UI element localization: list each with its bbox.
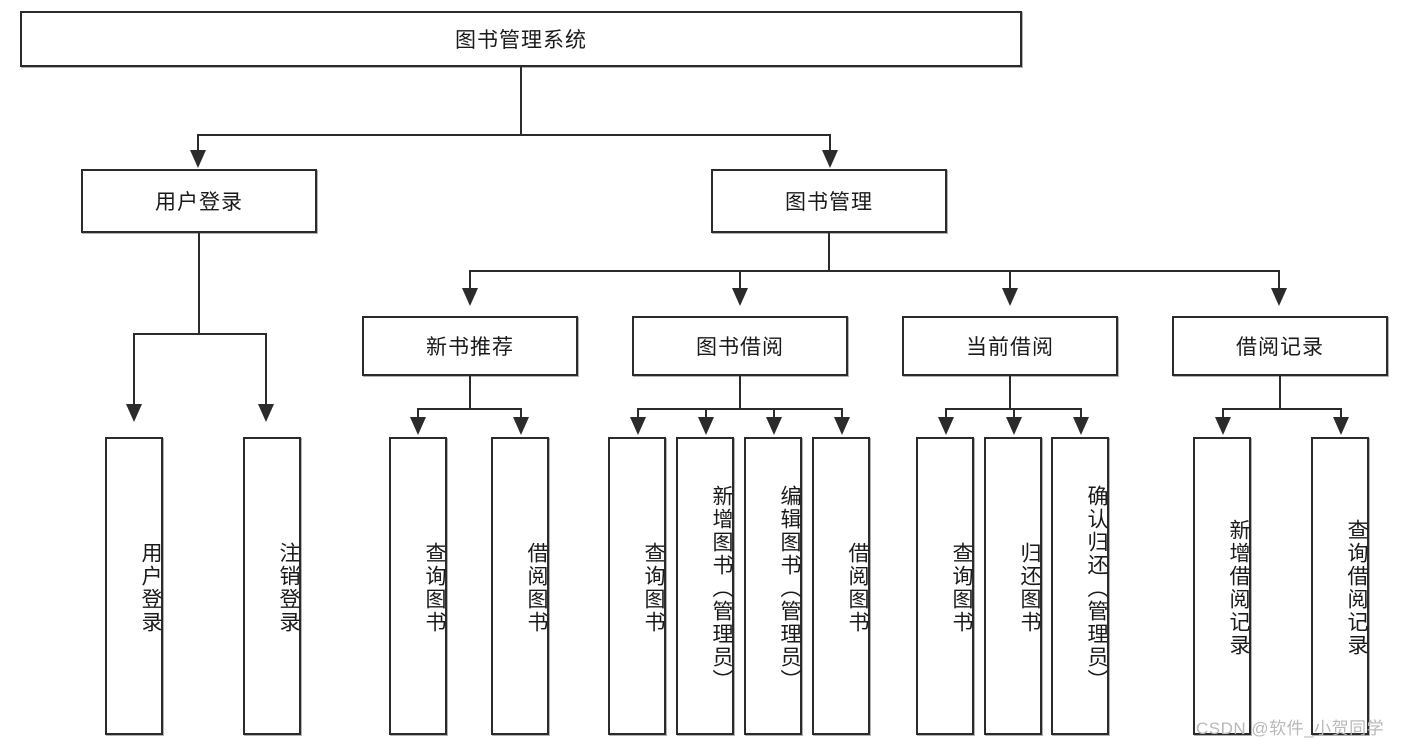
arrow-to-borrow-record <box>1271 288 1287 306</box>
connector-new-book-drop-2 <box>520 408 522 420</box>
connector-book-borrow-drop-4 <box>841 408 843 420</box>
connector-book-mgmt-bar <box>469 270 1280 272</box>
arrow-root-to-user-login <box>190 150 206 168</box>
connector-current-borrow-drop-1 <box>945 408 947 420</box>
connector-book-borrow-drop-1 <box>637 408 639 420</box>
leaf-query-book-current[interactable]: 查询图书 <box>916 437 974 735</box>
connector-new-book-bar <box>417 408 522 410</box>
node-user-login[interactable]: 用户登录 <box>81 169 317 233</box>
node-label: 图书管理 <box>785 191 873 214</box>
connector-root-bar <box>197 134 831 136</box>
connector-root-to-user-login <box>197 134 199 152</box>
arrow-to-leaf-add-record <box>1215 417 1231 435</box>
connector-book-borrow-drop-2 <box>705 408 707 420</box>
arrow-to-leaf-borrow-book-2 <box>834 417 850 435</box>
connector-new-book-drop-1 <box>417 408 419 420</box>
node-label: 用户登录 <box>139 542 162 634</box>
leaf-add-borrow-record[interactable]: 新增借阅记录 <box>1193 437 1251 735</box>
arrow-to-leaf-edit-book <box>766 417 782 435</box>
node-label: 用户登录 <box>155 191 243 214</box>
leaf-confirm-return-admin[interactable]: 确认归还（管理员） <box>1051 437 1109 735</box>
arrow-to-leaf-return-book <box>1006 417 1022 435</box>
connector-current-borrow-drop-2 <box>1013 408 1015 420</box>
arrow-to-leaf-add-book <box>698 417 714 435</box>
connector-book-borrow-bar <box>637 408 842 410</box>
connector-to-current-borrow <box>1009 270 1011 290</box>
connector-user-login-right-drop <box>265 333 267 406</box>
connector-borrow-record-drop-2 <box>1340 408 1342 420</box>
node-label: 新书推荐 <box>426 336 514 359</box>
arrow-to-leaf-query-book-1 <box>410 417 426 435</box>
arrow-to-book-borrow <box>732 288 748 306</box>
leaf-user-login[interactable]: 用户登录 <box>105 437 163 735</box>
arrow-to-leaf-query-book-3 <box>938 417 954 435</box>
connector-current-borrow-drop-3 <box>1080 408 1082 420</box>
node-book-borrow[interactable]: 图书借阅 <box>632 316 848 376</box>
node-label: 借阅记录 <box>1236 336 1324 359</box>
node-label: 编辑图书（管理员） <box>778 484 801 692</box>
node-label: 查询图书 <box>423 542 446 634</box>
connector-current-borrow-stem <box>1009 376 1011 409</box>
arrow-to-leaf-confirm-return <box>1073 417 1089 435</box>
node-current-borrow[interactable]: 当前借阅 <box>902 316 1118 376</box>
node-label: 查询图书 <box>950 542 973 634</box>
connector-book-mgmt-stem <box>828 233 830 271</box>
connector-to-borrow-record <box>1278 270 1280 290</box>
connector-root-stem <box>520 67 522 135</box>
arrow-to-leaf-query-record <box>1333 417 1349 435</box>
node-label: 当前借阅 <box>966 336 1054 359</box>
node-new-book-recommend[interactable]: 新书推荐 <box>362 316 578 376</box>
node-label: 查询图书 <box>642 542 665 634</box>
arrow-to-leaf-borrow-book-1 <box>513 417 529 435</box>
leaf-query-book-recommend[interactable]: 查询图书 <box>389 437 447 735</box>
connector-new-book-stem <box>469 376 471 409</box>
connector-borrow-record-drop-1 <box>1222 408 1224 420</box>
node-label: 新增借阅记录 <box>1227 519 1250 657</box>
node-label: 查询借阅记录 <box>1345 519 1368 657</box>
connector-borrow-record-bar <box>1222 408 1341 410</box>
connector-book-borrow-stem <box>739 376 741 409</box>
leaf-query-book-borrow[interactable]: 查询图书 <box>608 437 666 735</box>
leaf-logout[interactable]: 注销登录 <box>243 437 301 735</box>
arrow-to-leaf-user-login <box>126 404 142 422</box>
arrow-to-new-book <box>462 288 478 306</box>
connector-user-login-left-drop <box>133 333 135 406</box>
arrow-to-leaf-logout <box>258 404 274 422</box>
leaf-edit-book-admin[interactable]: 编辑图书（管理员） <box>744 437 802 735</box>
node-root-system[interactable]: 图书管理系统 <box>20 11 1022 67</box>
leaf-borrow-book-recommend[interactable]: 借阅图书 <box>491 437 549 735</box>
arrow-root-to-book-mgmt <box>822 150 838 168</box>
leaf-return-book[interactable]: 归还图书 <box>984 437 1042 735</box>
connector-to-book-borrow <box>739 270 741 290</box>
connector-user-login-stem <box>198 233 200 334</box>
node-label: 新增图书（管理员） <box>710 484 733 692</box>
connector-user-login-bar <box>133 333 267 335</box>
node-label: 确认归还（管理员） <box>1085 484 1108 692</box>
arrow-to-leaf-query-book-2 <box>630 417 646 435</box>
node-book-management[interactable]: 图书管理 <box>711 169 947 233</box>
watermark: CSDN @软件_小贺同学 <box>1196 719 1385 738</box>
node-label: 归还图书 <box>1018 542 1041 634</box>
leaf-add-book-admin[interactable]: 新增图书（管理员） <box>676 437 734 735</box>
node-label: 图书借阅 <box>696 336 784 359</box>
node-borrow-record[interactable]: 借阅记录 <box>1172 316 1388 376</box>
connector-to-new-book <box>469 270 471 290</box>
arrow-to-current-borrow <box>1002 288 1018 306</box>
node-label: 借阅图书 <box>525 542 548 634</box>
leaf-borrow-book[interactable]: 借阅图书 <box>812 437 870 735</box>
leaf-query-borrow-record[interactable]: 查询借阅记录 <box>1311 437 1369 735</box>
node-label: 注销登录 <box>277 542 300 634</box>
connector-book-borrow-drop-3 <box>773 408 775 420</box>
node-label: 借阅图书 <box>846 542 869 634</box>
connector-borrow-record-stem <box>1279 376 1281 409</box>
node-label: 图书管理系统 <box>455 29 587 52</box>
connector-root-to-book-mgmt <box>829 134 831 152</box>
